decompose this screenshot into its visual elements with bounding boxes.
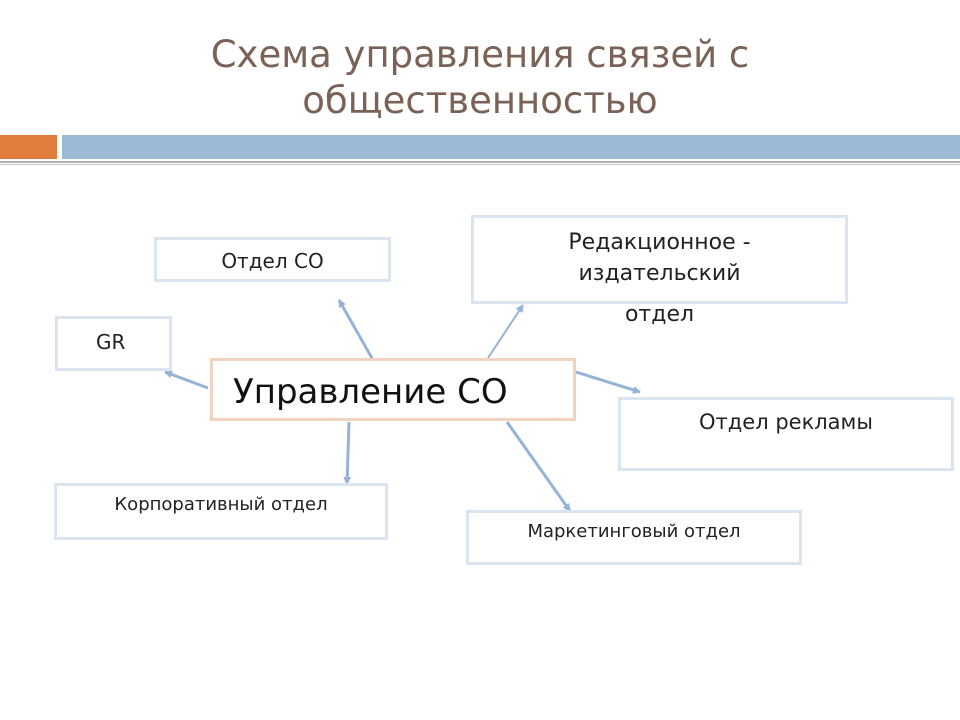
title-line-1: Схема управления связей с (210, 33, 750, 76)
arrow-to-marketing (505, 421, 572, 512)
node-korporativny-otdel: Корпоративный отдел (54, 483, 388, 540)
arrow-to-reklama (575, 370, 641, 394)
arrow-to-korporativny (343, 421, 352, 485)
node-otdel-co: Отдел СО (154, 237, 391, 282)
slide-title: Схема управления связей с общественность… (130, 32, 830, 124)
node-redak-line-1: Редакционное - (568, 230, 751, 255)
arrow-to-redak (487, 304, 524, 359)
node-otdel-reklamy: Отдел рекламы (618, 397, 954, 471)
node-marketing-label: Маркетинговый отдел (527, 521, 741, 542)
node-redakcionno-izdatelsky: Редакционное - издательский отдел (471, 215, 848, 327)
node-reklama-label: Отдел рекламы (699, 410, 873, 434)
accent-bar-blue (62, 135, 960, 159)
accent-bar-orange (0, 135, 57, 159)
node-redak-line-3: отдел (624, 302, 695, 327)
node-redak-line-2: издательский (578, 261, 741, 286)
node-gr: GR (55, 316, 172, 371)
divider-line (0, 161, 960, 163)
title-line-2: общественностью (302, 79, 658, 122)
node-otdel-co-label: Отдел СО (221, 249, 324, 273)
node-gr-label: GR (96, 330, 126, 354)
node-marketingovy-otdel: Маркетинговый отдел (466, 510, 802, 565)
arrow-to-gr (164, 370, 209, 390)
node-korporativny-label: Корпоративный отдел (114, 494, 328, 515)
node-center-label: Управление СО (233, 372, 508, 412)
node-center-upravlenie-co: Управление СО (210, 358, 576, 421)
divider-line-thin (0, 164, 960, 165)
